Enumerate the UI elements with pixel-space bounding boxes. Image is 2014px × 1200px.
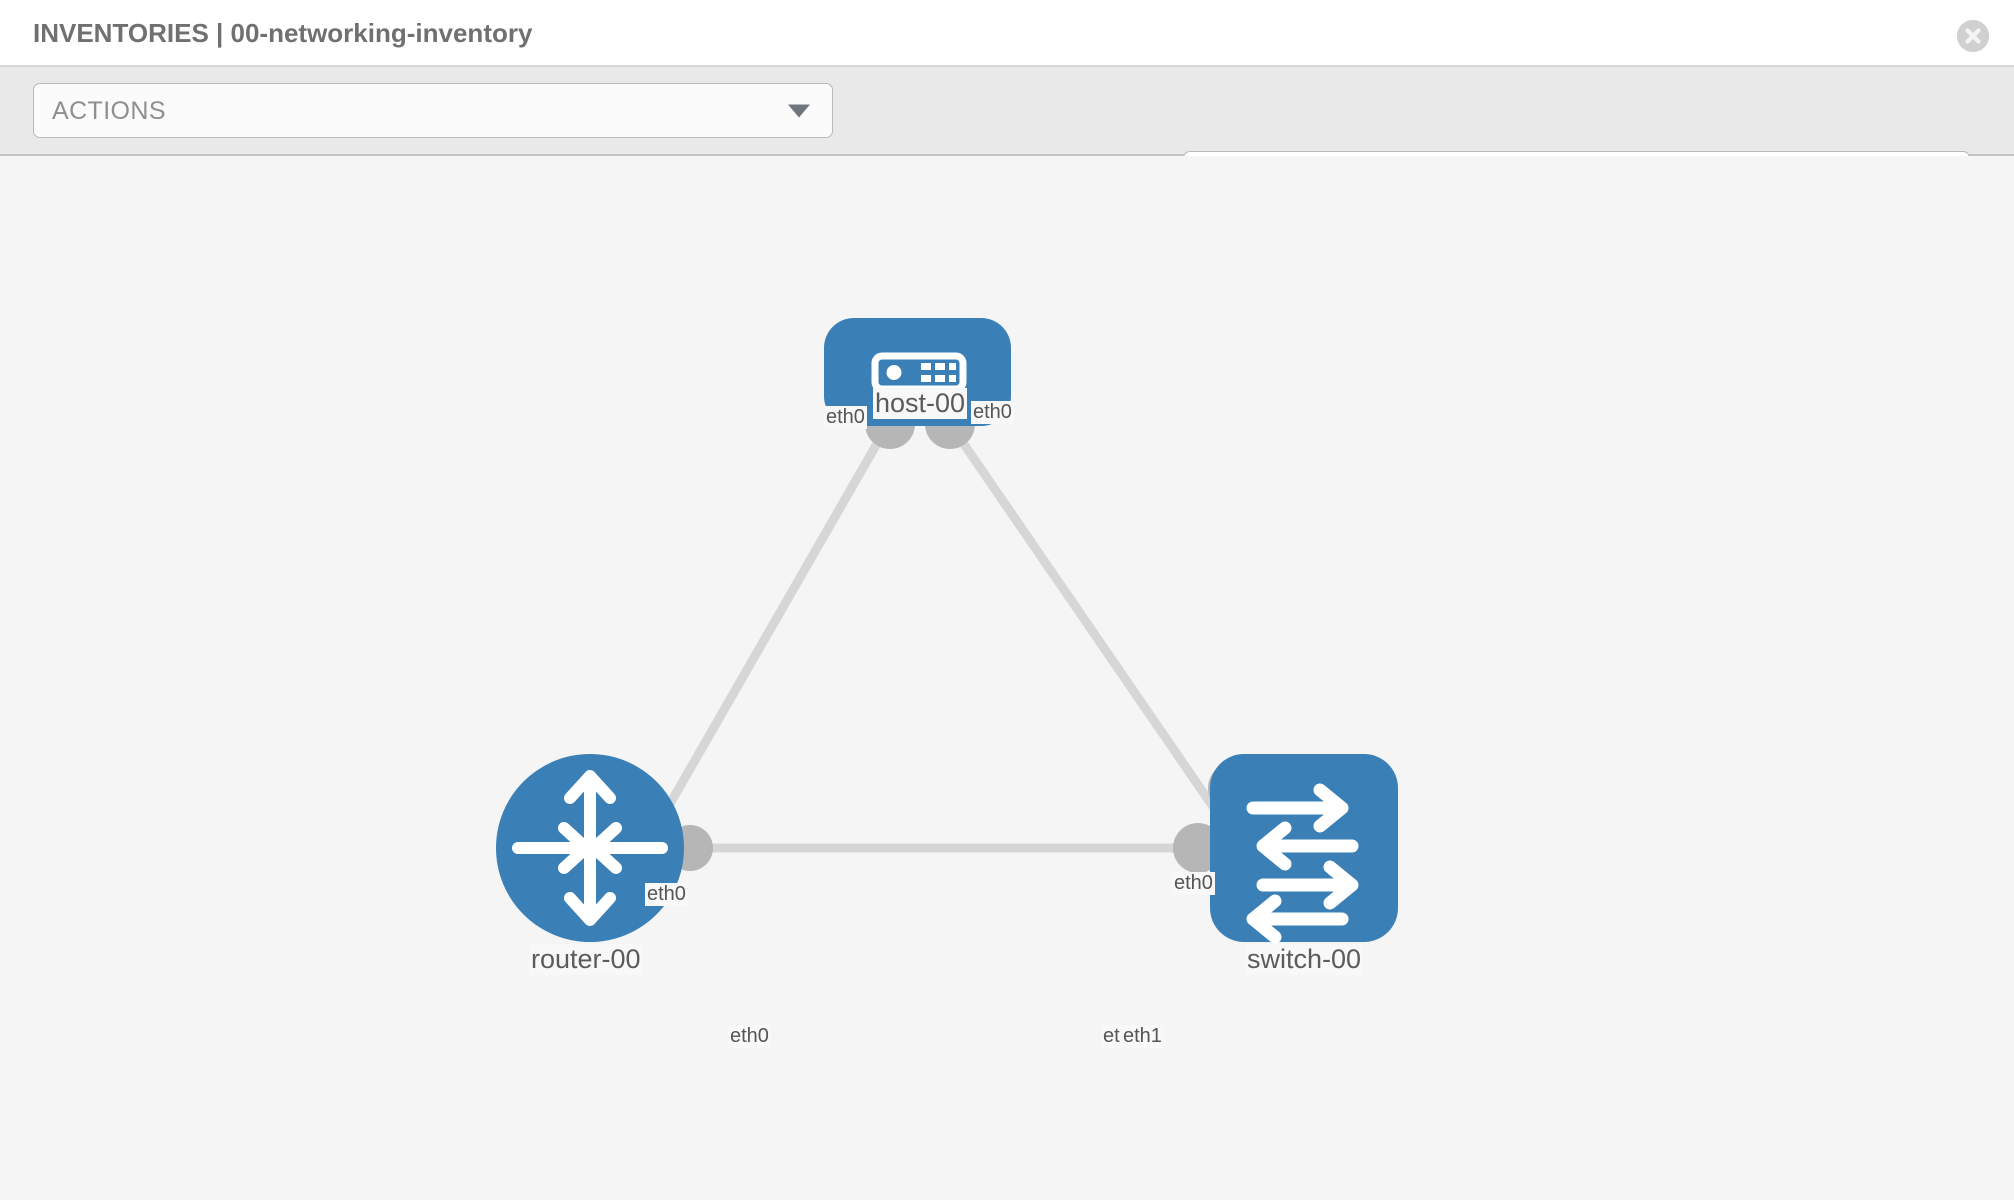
interface-label-switch00-eth1: eth1 [1121,1025,1164,1048]
topology-links [636,418,1250,859]
router-arrows-icon [512,770,668,926]
link-host00-router00 [636,418,894,859]
node-label-router-00: router-00 [529,944,643,975]
node-router-00[interactable] [496,754,684,942]
interface-label-router00-eth0: eth0 [728,1025,771,1048]
node-label-host-00: host-00 [873,388,968,419]
chevron-down-icon [788,104,810,117]
link-host00-switch00 [944,418,1244,849]
actions-dropdown[interactable]: ACTIONS [33,83,833,138]
topology-canvas[interactable]: host-00 router-00 switch-00 eth0 eth0 et… [0,156,2014,1200]
interface-label-host00-eth0-right: eth0 [971,401,1014,424]
page-title: INVENTORIES | 00-networking-inventory [33,18,533,48]
toolbar: ACTIONS SEARCH [0,67,2014,207]
node-label-switch-00: switch-00 [1245,944,1364,975]
close-icon[interactable] [1957,20,1989,52]
interface-label-router00-eth0-uplink: eth0 [645,883,688,906]
page-header: INVENTORIES | 00-networking-inventory [0,0,2014,67]
actions-dropdown-label: ACTIONS [52,97,166,125]
node-switch-00[interactable] [1210,754,1398,944]
server-icon [871,352,967,393]
interface-label-switch00-eth0-uplink: eth0 [1172,872,1215,895]
interface-label-host00-eth0-left: eth0 [824,406,867,429]
topology-graph [496,318,1398,944]
switch-arrows-icon [1246,783,1359,944]
topology-interface-dots [667,399,1260,873]
